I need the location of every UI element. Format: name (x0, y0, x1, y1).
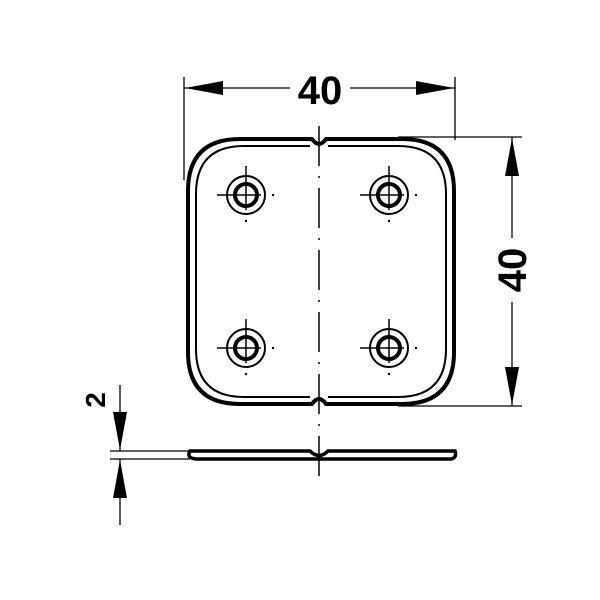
arrowhead-bottom (505, 367, 519, 405)
height-dimension-label: 40 (491, 248, 535, 293)
thickness-dimension (110, 385, 190, 525)
thickness-dimension-label: 2 (80, 392, 111, 408)
mounting-hole-bottom-left (217, 319, 275, 376)
arrowhead-thickness-bottom (113, 460, 127, 498)
mounting-hole-top-right (360, 166, 418, 223)
arrowhead-left (185, 81, 223, 95)
plate-top-view (186, 137, 456, 406)
side-profile (187, 449, 458, 461)
width-dimension-label: 40 (298, 69, 343, 113)
plate-outer-outline (186, 137, 456, 406)
arrowhead-top (505, 138, 519, 176)
height-dimension (398, 136, 522, 407)
arrowhead-right (416, 81, 454, 95)
arrowhead-thickness-top (113, 412, 127, 450)
mounting-hole-top-left (217, 166, 275, 223)
width-dimension (183, 77, 456, 180)
plate-side-view (187, 449, 458, 461)
mounting-hole-bottom-right (360, 319, 418, 376)
plate-inner-outline (195, 145, 447, 398)
